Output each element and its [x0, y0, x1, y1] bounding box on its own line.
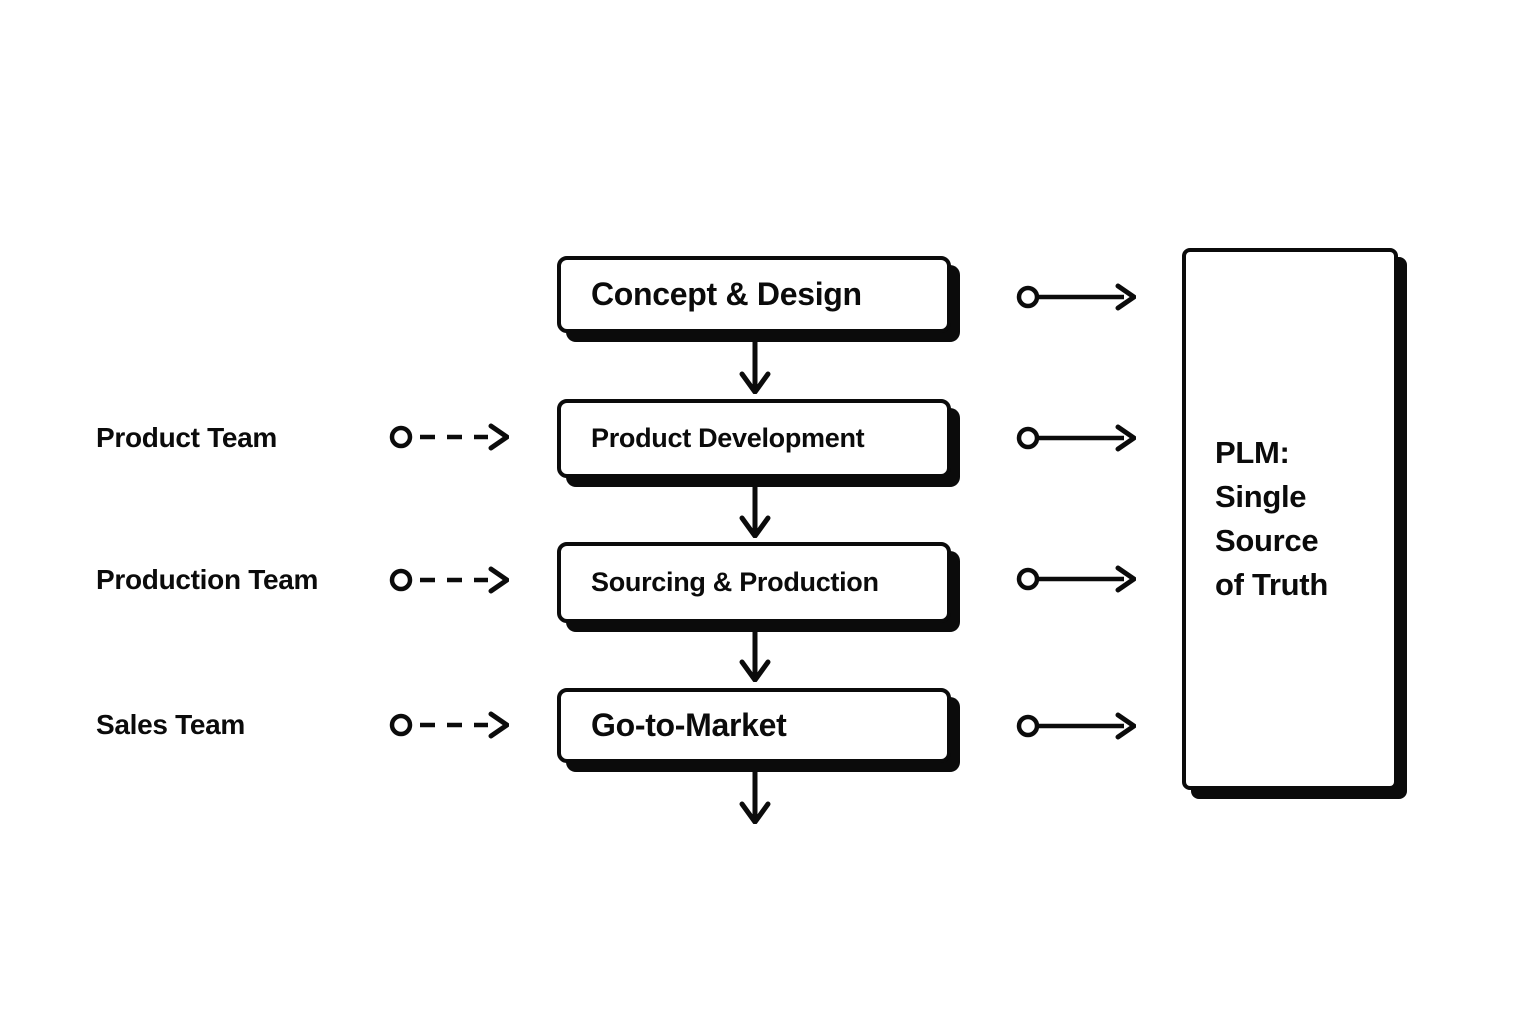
stage-box-sourcing-production: Sourcing & Production — [557, 542, 951, 623]
stage-box-concept-design: Concept & Design — [557, 256, 951, 333]
down-arrow-icon — [739, 766, 771, 824]
circle-dashed-arrow-icon — [389, 711, 509, 739]
circle-dashed-arrow-icon — [389, 566, 509, 594]
circle-solid-arrow-icon — [1016, 712, 1136, 740]
plm-label: PLM: Single Source of Truth — [1215, 435, 1328, 602]
team-label-production: Production Team — [96, 564, 319, 595]
circle-solid-arrow-icon — [1016, 283, 1136, 311]
circle-solid-arrow-icon — [1016, 565, 1136, 593]
down-arrow-icon — [739, 336, 771, 394]
team-label-product: Product Team — [96, 422, 278, 453]
circle-solid-arrow-icon — [1016, 424, 1136, 452]
stage-box-go-to-market: Go-to-Market — [557, 688, 951, 763]
circle-dashed-arrow-icon — [389, 423, 509, 451]
stage-box-product-development: Product Development — [557, 399, 951, 478]
stage-label: Concept & Design — [591, 276, 862, 312]
stage-label: Go-to-Market — [591, 707, 787, 743]
down-arrow-icon — [739, 482, 771, 538]
plm-single-source-box: PLM: Single Source of Truth — [1182, 248, 1398, 790]
down-arrow-icon — [739, 626, 771, 682]
team-label-sales: Sales Team — [96, 709, 246, 740]
stage-label: Sourcing & Production — [591, 567, 879, 597]
stage-label: Product Development — [591, 423, 865, 453]
